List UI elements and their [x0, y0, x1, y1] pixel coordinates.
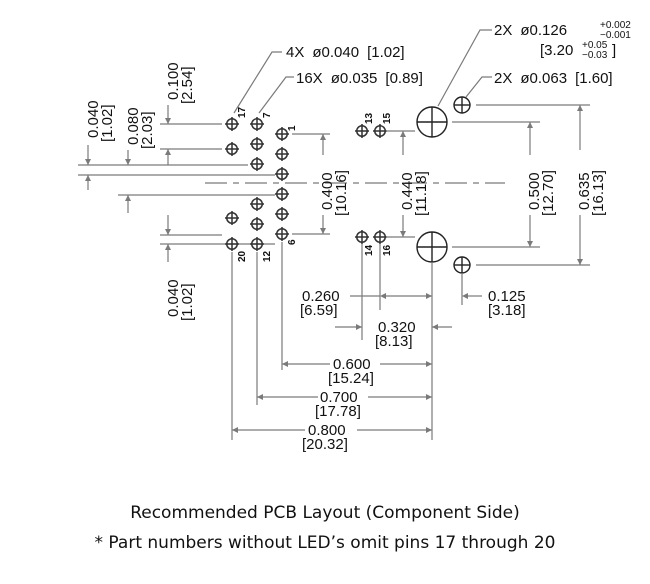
pin-17	[225, 117, 239, 131]
big-hole-metric-plus: +0.05	[582, 40, 608, 51]
svg-text:0.440: 0.440	[399, 172, 416, 210]
dim-0500: 0.500[12.70]	[526, 170, 557, 216]
svg-text:0.700: 0.700	[320, 389, 358, 406]
pin-label-14: 14	[364, 244, 375, 256]
pin-18	[225, 142, 239, 156]
pin-19	[225, 211, 239, 225]
dim-0040-top: 0.040[1.02]	[85, 100, 116, 142]
pin-label-20: 20	[237, 250, 248, 262]
diagram-title: Recommended PCB Layout (Component Side)	[130, 503, 520, 523]
pin-label-6: 6	[287, 239, 298, 245]
svg-text:[16.13]: [16.13]	[590, 170, 607, 216]
pin-5	[275, 207, 289, 221]
pin-11	[250, 217, 264, 231]
svg-text:[8.13]: [8.13]	[375, 333, 413, 350]
svg-text:[10.16]: [10.16]	[333, 170, 350, 216]
svg-text:[3.18]: [3.18]	[488, 302, 526, 319]
pin-7	[250, 117, 264, 131]
svg-text:]: ]	[612, 42, 616, 59]
svg-text:0.080: 0.080	[125, 107, 142, 145]
svg-text:[20.32]: [20.32]	[302, 436, 348, 453]
pin-10	[250, 197, 264, 211]
locating-hole-bottom	[453, 256, 471, 274]
svg-text:[2.03]: [2.03]	[139, 111, 156, 149]
svg-text:0.100: 0.100	[165, 62, 182, 100]
pin-label-15: 15	[382, 112, 393, 124]
pin-12	[250, 237, 264, 251]
pin-label-17: 17	[237, 106, 248, 118]
svg-text:0.635: 0.635	[576, 172, 593, 210]
dim-0080: 0.080[2.03]	[125, 107, 156, 149]
svg-text:0.260: 0.260	[302, 288, 340, 305]
svg-text:0.800: 0.800	[308, 422, 346, 439]
dim-0320: 0.320[8.13]	[375, 319, 416, 350]
big-hole-metric-minus: −0.03	[582, 50, 608, 61]
pin-label-12: 12	[262, 250, 273, 262]
mounting-hole-top	[416, 106, 448, 138]
dim-0440: 0.440[11.18]	[399, 171, 430, 216]
dim-0260: 0.260[6.59]	[300, 288, 340, 319]
pin-label-7: 7	[262, 112, 273, 118]
locating-hole-top	[453, 96, 471, 114]
svg-text:0.040: 0.040	[85, 100, 102, 138]
dim-0635: 0.635[16.13]	[576, 170, 607, 216]
svg-text:0.400: 0.400	[319, 172, 336, 210]
svg-text:0.320: 0.320	[378, 319, 416, 336]
pin-15	[373, 124, 387, 138]
pin-3	[275, 167, 289, 181]
svg-text:[1.02]: [1.02]	[99, 104, 116, 142]
dim-0125: 0.125[3.18]	[488, 288, 526, 319]
pin-14	[355, 230, 369, 244]
svg-text:0.040: 0.040	[165, 279, 182, 317]
svg-text:[15.24]: [15.24]	[328, 370, 374, 387]
pin-16	[373, 230, 387, 244]
svg-text:0.500: 0.500	[526, 172, 543, 210]
svg-text:[11.18]: [11.18]	[413, 171, 430, 216]
svg-text:[1.02]: [1.02]	[179, 283, 196, 321]
big-hole-tol-minus: −0.001	[600, 30, 631, 41]
dim-0400: 0.400[10.16]	[319, 170, 350, 216]
pin-label-16: 16	[382, 244, 393, 256]
dim-0800: 0.800[20.32]	[302, 422, 348, 453]
pin-label-13: 13	[364, 112, 375, 124]
svg-text:[2.54]: [2.54]	[179, 66, 196, 104]
svg-text:[6.59]: [6.59]	[300, 302, 338, 319]
pin-8	[250, 137, 264, 151]
pin-2	[275, 147, 289, 161]
svg-text:0.125: 0.125	[488, 288, 526, 305]
pin-20	[225, 237, 239, 251]
dim-0100: 0.100[2.54]	[165, 62, 196, 104]
svg-text:0.600: 0.600	[333, 356, 371, 373]
mounting-hole-bottom	[416, 231, 448, 263]
footnote: * Part numbers without LED’s omit pins 1…	[94, 533, 556, 553]
dim-0700: 0.700[17.78]	[315, 389, 361, 420]
pin-4	[275, 187, 289, 201]
big-hole-metric: [3.20	[540, 42, 573, 59]
dim-0040-bottom: 0.040[1.02]	[165, 279, 196, 321]
dim-0600: 0.600[15.24]	[328, 356, 374, 387]
pin-9	[250, 157, 264, 171]
pin-13	[355, 124, 369, 138]
pin-6	[275, 227, 289, 241]
svg-text:[17.78]: [17.78]	[315, 403, 361, 420]
pin-label-1: 1	[287, 125, 298, 131]
svg-text:[12.70]: [12.70]	[540, 170, 557, 216]
big-hole-tol-plus: +0.002	[600, 20, 631, 31]
